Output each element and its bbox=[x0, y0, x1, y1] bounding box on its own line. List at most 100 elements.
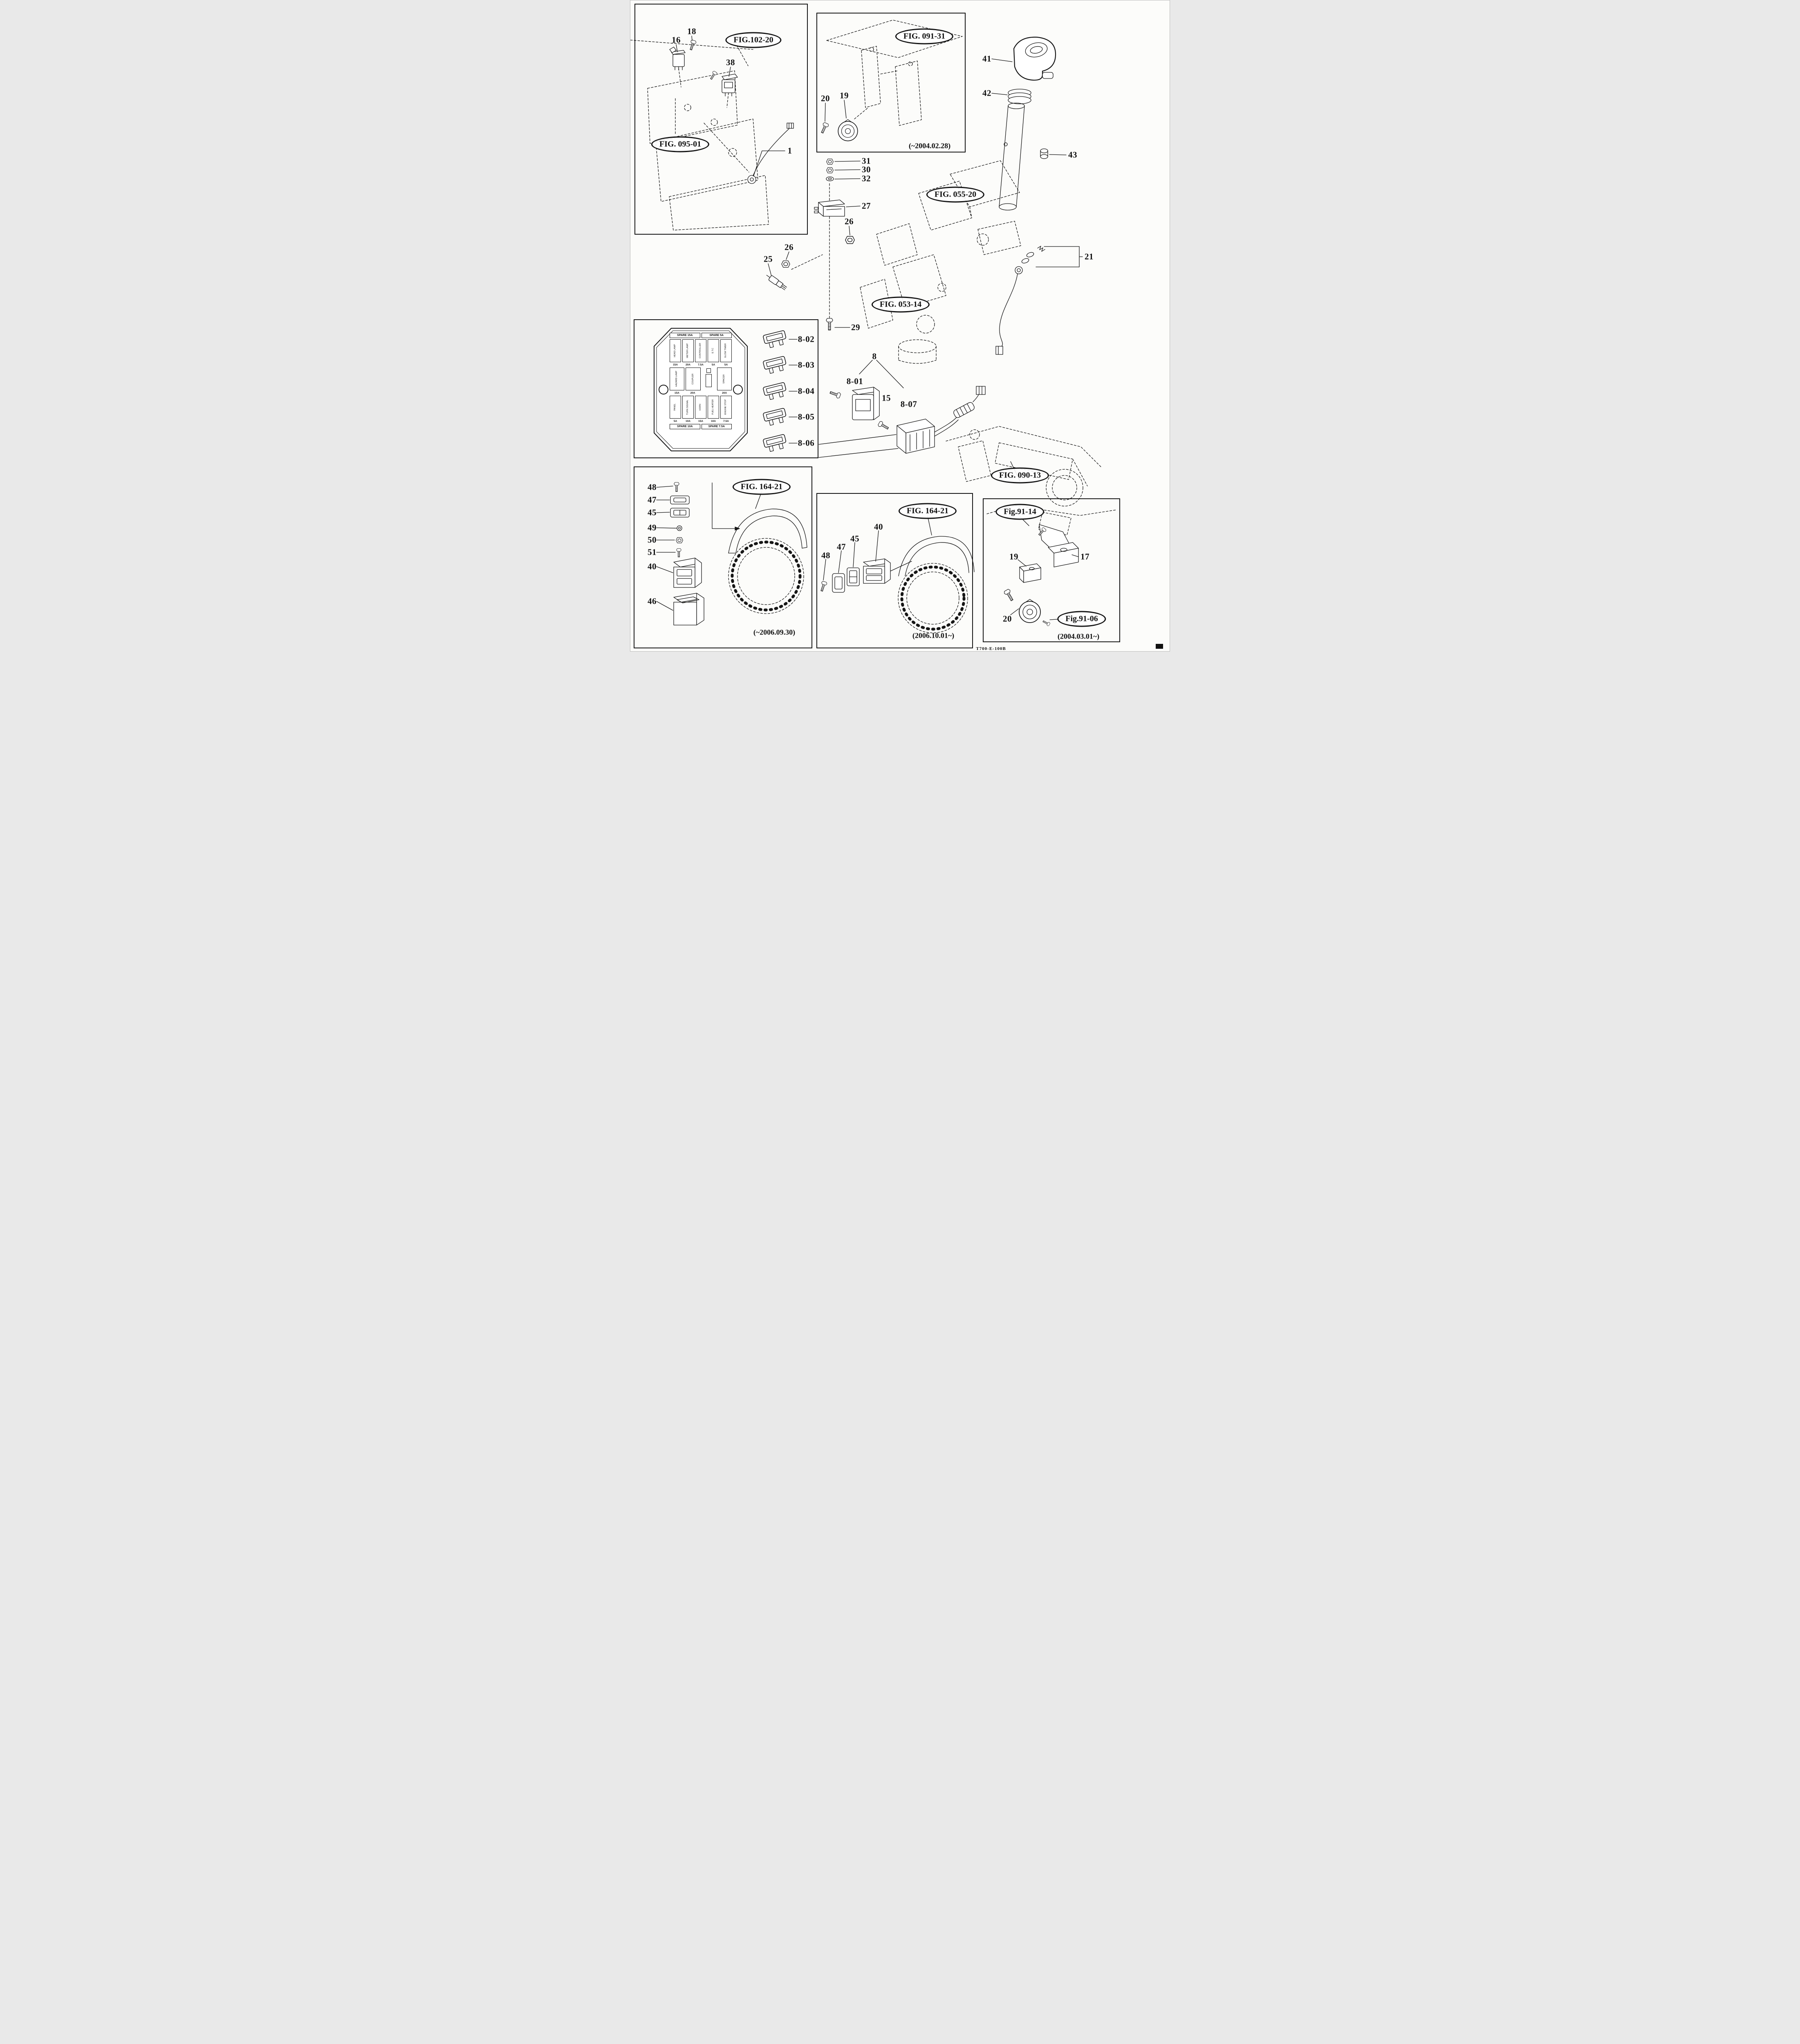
figure-ref-053-14[interactable]: FIG. 053-14 bbox=[871, 296, 930, 313]
key-ring-42-icon bbox=[1008, 89, 1031, 104]
fuse-slot-r2c4: SPACER bbox=[717, 368, 732, 390]
fuse-amps-row1: 15A 20A 7.5A 5A 5A bbox=[673, 363, 728, 366]
sender-25-icon bbox=[766, 275, 787, 290]
switch-27-icon bbox=[814, 199, 845, 217]
figure-ref-91-06[interactable]: Fig.91-06 bbox=[1057, 611, 1106, 627]
engine-block-line-art bbox=[647, 68, 769, 231]
callout-18: 18 bbox=[687, 26, 696, 36]
callout-17: 17 bbox=[1080, 551, 1089, 562]
fuse-slot-r1c2: METER LAMP bbox=[682, 339, 694, 362]
callout-1: 1 bbox=[787, 146, 792, 156]
callout-15: 15 bbox=[882, 393, 891, 403]
callout-21: 21 bbox=[1085, 251, 1094, 262]
fuse-slot-spare-7-5a: SPARE 7.5A bbox=[701, 424, 732, 429]
bracket-arm-17-icon bbox=[1039, 524, 1079, 567]
callout-31: 31 bbox=[862, 156, 871, 166]
callout-45b: 45 bbox=[850, 533, 859, 544]
fuse-slot-r2c2: COUPLER bbox=[686, 368, 701, 390]
panel-switch-mid bbox=[816, 493, 973, 648]
fuse-slot-relay bbox=[702, 368, 716, 390]
callout-27: 27 bbox=[862, 201, 871, 211]
fuse-slot-r3c1: PANEL bbox=[670, 396, 681, 419]
callout-19b: 19 bbox=[1009, 551, 1018, 562]
figure-ref-090-13[interactable]: FIG. 090-13 bbox=[991, 467, 1049, 484]
sheet-code: T700-E-100B bbox=[976, 646, 1006, 651]
callout-30: 30 bbox=[862, 164, 871, 175]
tire-line-art-left bbox=[728, 538, 804, 614]
fuse-slot-r2c1: HAZARD LAMP bbox=[670, 368, 685, 390]
fuse-amps-row3: 5A 10A 15A 10A 7.5A bbox=[673, 420, 729, 423]
frame-top-leaders bbox=[825, 100, 847, 122]
callout-26a: 26 bbox=[845, 216, 854, 226]
fuse-slot-spare-10a: SPARE 10A bbox=[670, 424, 700, 429]
fuse-holder-8-07-icon bbox=[897, 419, 935, 454]
harness-8-07-wires bbox=[934, 386, 986, 437]
box-46-icon bbox=[673, 593, 704, 625]
callout-32: 32 bbox=[862, 173, 871, 184]
date-switch-mid: (2006.10.01~) bbox=[912, 631, 955, 640]
corner-mark bbox=[1156, 644, 1163, 649]
fender-line-art-mid bbox=[898, 536, 975, 576]
steering-column-line-art bbox=[999, 103, 1025, 211]
tire-line-art-mid bbox=[898, 563, 968, 633]
callout-8-05: 8-05 bbox=[798, 412, 815, 422]
callout-48: 48 bbox=[648, 482, 657, 492]
cover-45b-icon bbox=[847, 567, 860, 586]
washer-32-icon bbox=[826, 176, 834, 182]
nut-31-icon bbox=[826, 159, 834, 165]
figure-ref-095-01[interactable]: FIG. 095-01 bbox=[651, 136, 710, 152]
callout-20: 20 bbox=[821, 93, 830, 103]
key-column-leaders bbox=[991, 58, 1067, 155]
figure-ref-164-21-mid[interactable]: FIG. 164-21 bbox=[898, 503, 957, 519]
callout-40: 40 bbox=[648, 561, 657, 572]
panel-frame-top bbox=[816, 13, 966, 152]
callout-26b: 26 bbox=[785, 242, 794, 252]
flasher-8-01-icon bbox=[852, 387, 880, 420]
callout-29: 29 bbox=[851, 322, 860, 332]
fuse-amps-row2: 15A 20A 20A bbox=[674, 392, 727, 394]
washer-49-icon bbox=[677, 525, 682, 531]
figure-ref-102-20[interactable]: FIG.102-20 bbox=[725, 32, 782, 48]
figure-ref-091-31[interactable]: FIG. 091-31 bbox=[895, 28, 954, 45]
callout-38: 38 bbox=[726, 57, 735, 67]
bushing-43-icon bbox=[1040, 148, 1048, 159]
fuse-slot-r1c3: CONTROLLER bbox=[695, 339, 706, 362]
plate-47-icon bbox=[670, 495, 690, 504]
panel-horn-right bbox=[983, 498, 1120, 642]
callout-45: 45 bbox=[648, 507, 657, 518]
callout-48b: 48 bbox=[821, 550, 830, 560]
fuse-slot-r3c3: HORN bbox=[695, 396, 706, 419]
panel-switch-left bbox=[634, 466, 812, 648]
part-21-leaders bbox=[1036, 246, 1083, 267]
panel-engine-left bbox=[634, 4, 808, 235]
callout-46: 46 bbox=[648, 596, 657, 606]
nut-26b-align-line bbox=[791, 254, 823, 270]
bolt-15-icon bbox=[877, 420, 890, 431]
bolt-29-icon bbox=[826, 318, 833, 331]
relay-16-icon bbox=[669, 47, 686, 70]
figure-ref-91-14[interactable]: Fig.91-14 bbox=[995, 504, 1045, 520]
switch-40b-icon bbox=[863, 558, 891, 584]
date-horn-right: (2004.03.01~) bbox=[1057, 632, 1100, 641]
callout-51: 51 bbox=[648, 547, 657, 557]
callout-42: 42 bbox=[982, 88, 991, 98]
callout-8-04: 8-04 bbox=[798, 386, 815, 396]
fender-line-art-left bbox=[728, 509, 807, 554]
figure-ref-164-21-left[interactable]: FIG. 164-21 bbox=[732, 479, 791, 495]
switch-40-icon bbox=[673, 558, 702, 588]
key-switch-41-icon bbox=[1013, 36, 1056, 81]
figure-ref-055-20[interactable]: FIG. 055-20 bbox=[926, 186, 985, 203]
callout-8-02: 8-02 bbox=[798, 334, 815, 344]
callout-8-01: 8-01 bbox=[846, 376, 863, 386]
fuse-slot-r1c4: E.T.C bbox=[708, 339, 719, 362]
nut-26a-icon bbox=[845, 236, 855, 244]
callout-47: 47 bbox=[648, 495, 657, 505]
callout-47b: 47 bbox=[837, 542, 846, 552]
callout-16: 16 bbox=[672, 35, 681, 45]
callout-43: 43 bbox=[1068, 150, 1077, 160]
fuse-slot-r3c5: ENGINE STOP bbox=[720, 396, 732, 419]
pedal-bracket-line-art bbox=[860, 223, 946, 364]
callout-8-06: 8-06 bbox=[798, 438, 815, 448]
fuse-slot-spare-15a: SPARE 15A bbox=[670, 333, 700, 338]
callout-41: 41 bbox=[982, 54, 991, 64]
